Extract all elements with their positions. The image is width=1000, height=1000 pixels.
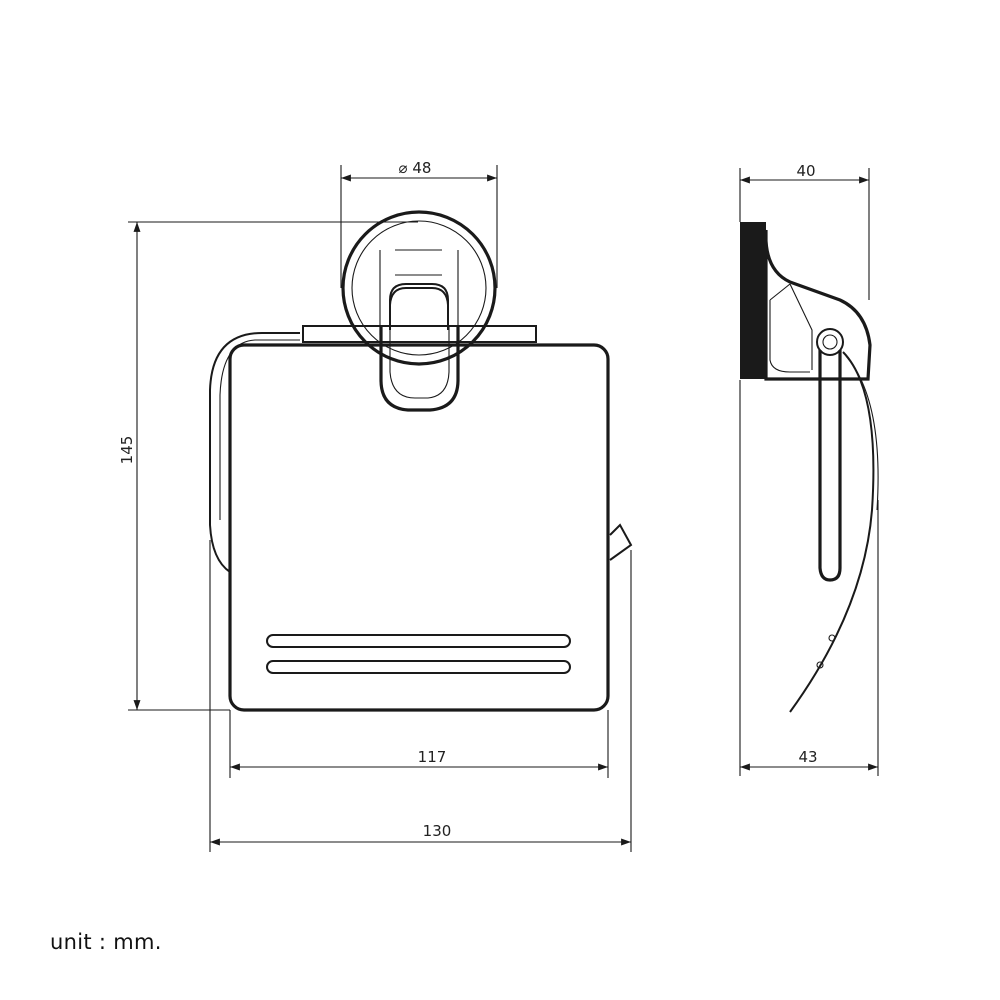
- side-view: [740, 222, 879, 713]
- side-bottom-label: 43: [798, 748, 817, 766]
- center-hinge: [379, 326, 460, 412]
- unit-note: unit : mm.: [50, 930, 162, 954]
- wall-mount-circle: [341, 210, 497, 366]
- top-bar: [302, 325, 537, 343]
- hinge-arm: [389, 287, 449, 330]
- roll-outline: [209, 332, 300, 573]
- grip-slot-upper: [266, 634, 571, 648]
- roll-inner-outline: [219, 339, 300, 520]
- cover-width-label: 117: [418, 748, 447, 766]
- front-dimensions: ⌀ 48 145 117 130: [118, 159, 632, 852]
- side-arm-body: [764, 229, 872, 381]
- wall-mount-inner-circle: [351, 220, 487, 356]
- spring-tab: [609, 523, 633, 561]
- mount-arm-inner: [389, 283, 449, 330]
- side-wall-plate: [740, 222, 766, 379]
- cover-plate: [228, 343, 610, 712]
- side-top-label: 40: [796, 162, 815, 180]
- diameter-label: ⌀ 48: [399, 159, 432, 177]
- side-roll-rod: [818, 350, 842, 582]
- side-flap-curve: [789, 351, 875, 713]
- height-label: 145: [118, 436, 136, 465]
- side-dimensions: 40 43: [739, 162, 879, 776]
- grip-slot-lower: [266, 660, 571, 674]
- total-width-label: 130: [423, 822, 452, 840]
- front-view: [209, 210, 633, 712]
- side-hinge-pin: [816, 328, 844, 356]
